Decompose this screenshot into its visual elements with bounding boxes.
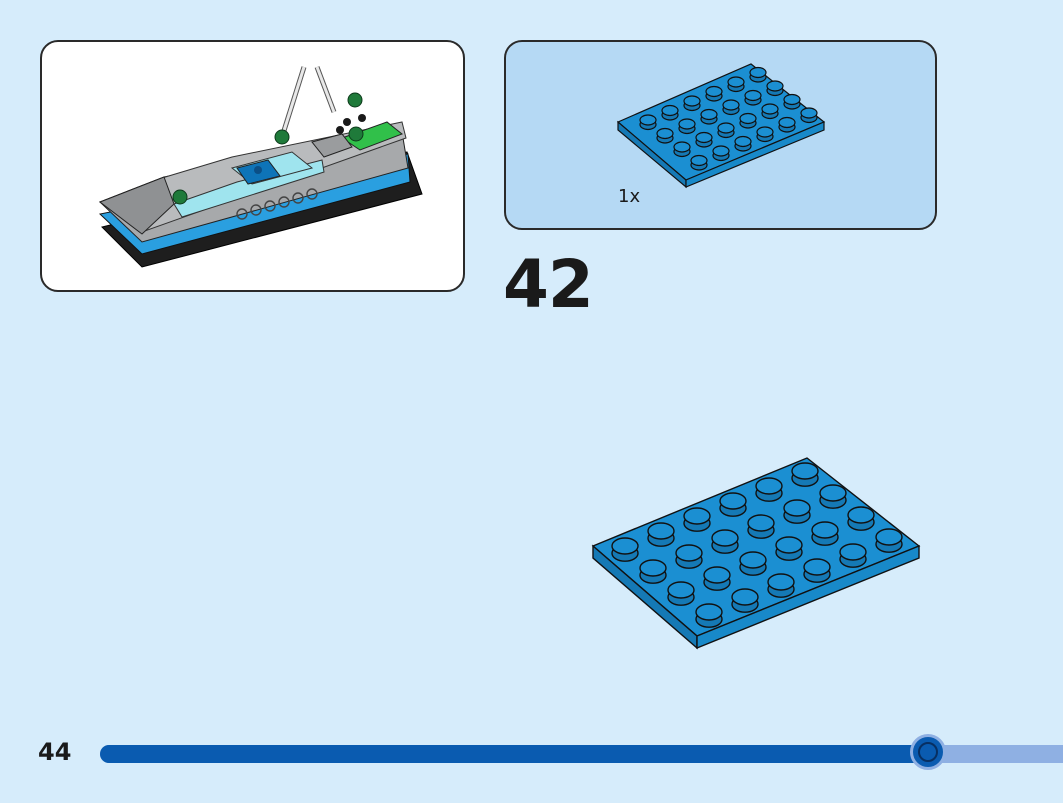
progress-knob (910, 734, 947, 770)
page-number: 44 (38, 738, 72, 766)
stud-top (783, 93, 801, 106)
previous-step-panel (40, 40, 465, 292)
stud-top (700, 108, 718, 121)
stud-top (739, 112, 757, 125)
stud-top (705, 85, 723, 98)
stud-top (767, 573, 795, 591)
plate-4x6-blue-icon (616, 63, 826, 189)
stud-top (722, 99, 740, 111)
stud-top (731, 588, 759, 606)
stud-top (775, 536, 803, 554)
stud-top (711, 529, 739, 547)
plate-4x6-build-icon (591, 457, 921, 650)
stud-top (656, 127, 674, 140)
stud-top (683, 507, 711, 525)
parts-list-panel: 1x (504, 40, 937, 230)
stud-top (611, 537, 639, 555)
stud-top (667, 581, 695, 599)
step-number: 42 (503, 246, 594, 323)
boat-model-previous-step-icon (98, 66, 423, 268)
stud-top (811, 521, 839, 539)
stud-top (695, 603, 723, 621)
stud-top (717, 122, 735, 134)
stud-top (791, 462, 819, 480)
stud-top (712, 145, 730, 157)
stud-top (639, 559, 667, 577)
stud-top (766, 80, 784, 92)
part-quantity: 1x (618, 186, 641, 207)
stud-top (727, 76, 745, 88)
stud-top (761, 103, 779, 115)
stud-top (675, 544, 703, 562)
stud-top (819, 484, 847, 502)
stud-top (690, 154, 708, 167)
stud-top (755, 477, 783, 495)
stud-top (800, 107, 818, 119)
stud-top (778, 116, 796, 129)
stud-top (747, 514, 775, 532)
stud-top (783, 499, 811, 517)
stud-top (734, 135, 752, 148)
progress-fill (100, 745, 929, 763)
stud-top (673, 141, 691, 153)
stud-top (744, 89, 762, 102)
stud-top (719, 492, 747, 510)
progress-bar (100, 734, 1063, 770)
stud-top (803, 558, 831, 576)
stud-top (839, 543, 867, 561)
stud-top (683, 95, 701, 107)
stud-top (639, 114, 657, 126)
stud-top (756, 126, 774, 138)
stud-top (647, 522, 675, 540)
stud-top (875, 528, 903, 546)
stud-top (678, 118, 696, 130)
stud-top (695, 131, 713, 144)
stud-top (749, 66, 767, 79)
stud-top (703, 566, 731, 584)
stud-top (847, 506, 875, 524)
stud-top (661, 104, 679, 117)
stud-top (739, 551, 767, 569)
